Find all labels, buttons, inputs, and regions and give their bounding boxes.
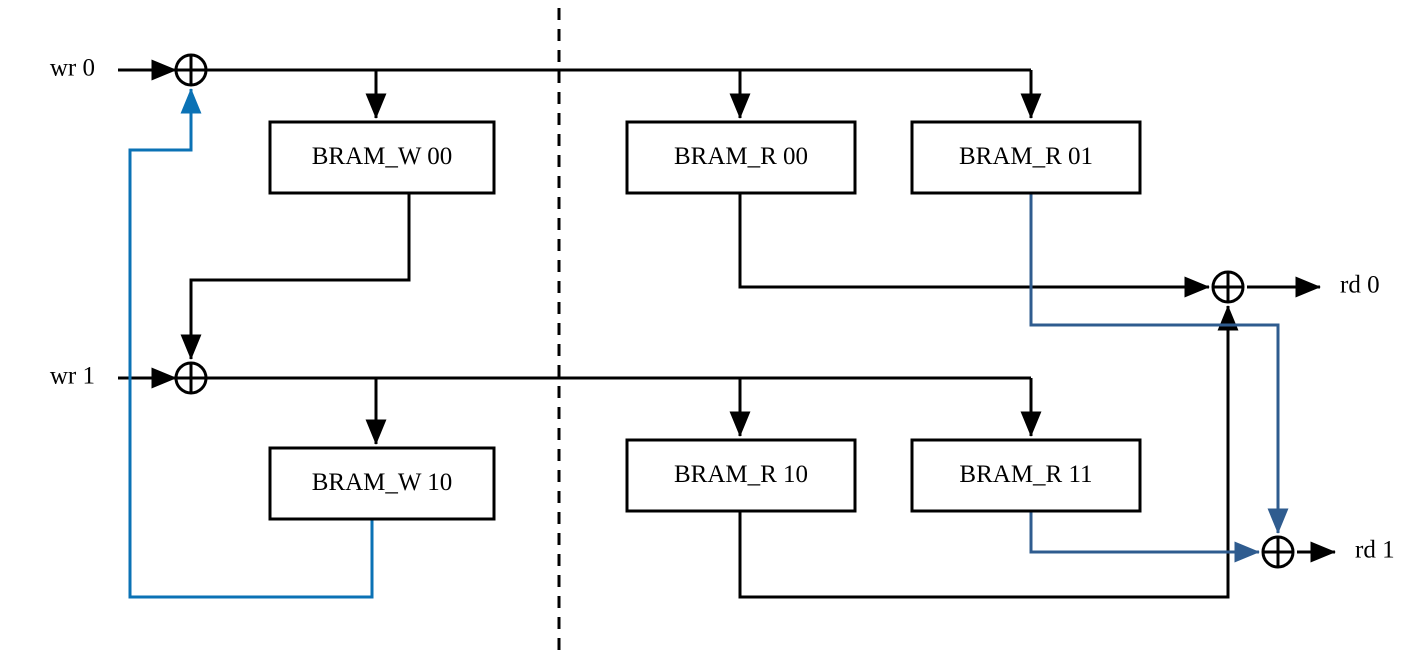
block-label-bram-r-10: BRAM_R 10 xyxy=(674,461,808,488)
wire-bram-r-11-to-xor-rd1 xyxy=(1029,511,1260,563)
block-bram-r-01[interactable]: BRAM_R 01 xyxy=(910,120,1142,195)
block-bram-r-10[interactable]: BRAM_R 10 xyxy=(625,438,857,513)
output-label-rd1: rd 1 xyxy=(1355,537,1395,564)
wire-bram-r-01-to-xor-rd1 xyxy=(1029,193,1289,534)
input-label-wr0: wr 0 xyxy=(50,55,95,82)
block-label-bram-w-10: BRAM_W 10 xyxy=(312,469,453,496)
wire-bram-w-00-to-xor-wr1 xyxy=(180,193,411,360)
block-label-bram-r-01: BRAM_R 01 xyxy=(959,143,1093,170)
block-label-bram-r-11: BRAM_R 11 xyxy=(959,461,1092,488)
blocks-layer: BRAM_W 00 BRAM_R 00 BRAM_R 01 BRAM_W 10 BRAM… xyxy=(268,120,1142,521)
block-bram-w-00[interactable]: BRAM_W 00 xyxy=(268,120,496,195)
xor-gate-xor-wr1[interactable] xyxy=(174,361,208,395)
block-label-bram-r-00: BRAM_R 00 xyxy=(674,143,808,170)
wires-layer xyxy=(118,59,1336,599)
block-bram-r-00[interactable]: BRAM_R 00 xyxy=(625,120,857,195)
xor-gate-xor-wr0[interactable] xyxy=(174,53,208,87)
input-label-wr1: wr 1 xyxy=(50,363,95,390)
xor-gate-xor-rd0[interactable] xyxy=(1211,270,1245,304)
wire-bram-r-00-to-xor-rd0 xyxy=(738,193,1210,298)
xor-gate-xor-rd1[interactable] xyxy=(1261,535,1295,569)
xor-gates-layer xyxy=(174,53,1295,569)
io-labels-layer: wr 0 wr 1 rd 0 rd 1 xyxy=(50,55,1395,564)
block-bram-r-11[interactable]: BRAM_R 11 xyxy=(910,438,1142,513)
wire-bram-w-10-feedback xyxy=(128,88,374,599)
block-label-bram-w-00: BRAM_W 00 xyxy=(312,143,453,170)
output-label-rd0: rd 0 xyxy=(1340,272,1380,299)
wire-bram-r-10-to-xor-rd0 xyxy=(738,305,1239,599)
block-bram-w-10[interactable]: BRAM_W 10 xyxy=(268,446,496,521)
